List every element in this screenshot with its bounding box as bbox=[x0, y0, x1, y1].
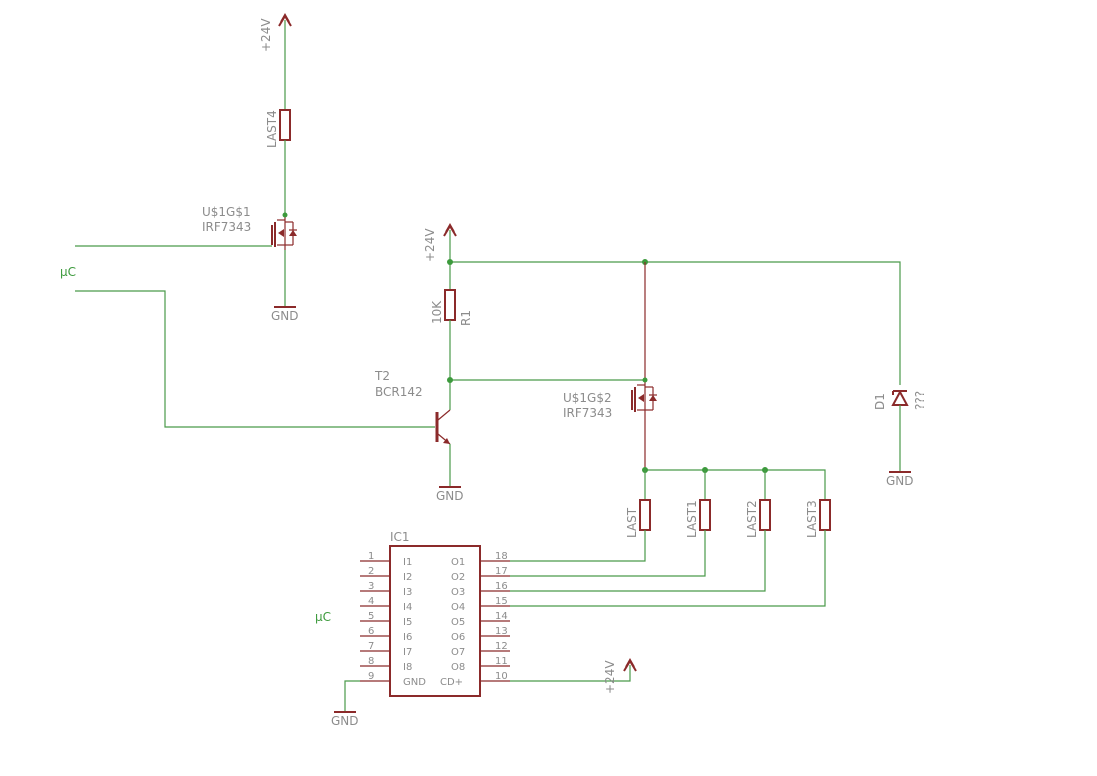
ic1-pin-name: I1 bbox=[403, 557, 412, 568]
ground-label-ic1: GND bbox=[331, 714, 359, 728]
ic1-pin-num: 15 bbox=[495, 596, 508, 607]
ic1-pin-name: I7 bbox=[403, 647, 412, 658]
mosfet-q2 bbox=[631, 262, 657, 470]
d1-value: ??? bbox=[913, 391, 927, 410]
ic1-pin-num: 9 bbox=[368, 671, 374, 682]
ic1-pin-name: I3 bbox=[403, 587, 412, 598]
supply-symbol-mid bbox=[443, 222, 457, 237]
q1-value: IRF7343 bbox=[202, 220, 251, 234]
r1-value: 10K bbox=[430, 300, 444, 324]
ic1-pin-name: CD+ bbox=[440, 677, 463, 688]
ic1-pin-num: 14 bbox=[495, 611, 508, 622]
last1-label: LAST1 bbox=[685, 500, 699, 538]
supply-label-mid: +24V bbox=[423, 228, 437, 262]
uc-label-top: µC bbox=[60, 265, 76, 279]
r1-name: R1 bbox=[459, 310, 473, 326]
q2-value: IRF7343 bbox=[563, 406, 612, 420]
ic1-pin-num: 5 bbox=[368, 611, 374, 622]
ic1-pin-name: O1 bbox=[451, 557, 465, 568]
ground-label-q1: GND bbox=[271, 309, 299, 323]
ic1-pin-num: 6 bbox=[368, 626, 374, 637]
ground-label-d1: GND bbox=[886, 474, 914, 488]
last3-resistor bbox=[819, 499, 831, 531]
ic1-pin-num: 16 bbox=[495, 581, 508, 592]
q2-name: U$1G$2 bbox=[563, 391, 612, 405]
supply-label-ic1: +24V bbox=[603, 660, 617, 694]
ic1-pin-name: O4 bbox=[451, 602, 465, 613]
uc-label-ic: µC bbox=[315, 610, 331, 624]
ic1-pin-name: I8 bbox=[403, 662, 412, 673]
last3-label: LAST3 bbox=[805, 500, 819, 538]
ic1-pin-num: 7 bbox=[368, 641, 374, 652]
ic1-pin-num: 10 bbox=[495, 671, 508, 682]
ic1-pin-name: O8 bbox=[451, 662, 465, 673]
last-label: LAST bbox=[625, 507, 639, 538]
last-resistor bbox=[639, 499, 651, 531]
last4-label: LAST4 bbox=[265, 110, 279, 148]
ic1-pin-name: O5 bbox=[451, 617, 465, 628]
ic1-pin-name: O7 bbox=[451, 647, 465, 658]
last2-resistor bbox=[759, 499, 771, 531]
last4-resistor bbox=[279, 109, 291, 141]
supply-symbol-ic1 bbox=[623, 657, 637, 672]
ic1-pin-num: 11 bbox=[495, 656, 508, 667]
ic1-pin-num: 2 bbox=[368, 566, 374, 577]
ic1-pin-num: 18 bbox=[495, 551, 508, 562]
ic1-pin-name: I2 bbox=[403, 572, 412, 583]
transistor-t2 bbox=[435, 409, 451, 487]
last2-label: LAST2 bbox=[745, 500, 759, 538]
ic1-pin-name: I5 bbox=[403, 617, 412, 628]
supply-label-top: +24V bbox=[259, 18, 273, 52]
t2-value: BCR142 bbox=[375, 385, 423, 399]
mosfet-q1 bbox=[271, 212, 297, 250]
ic1-pin-num: 1 bbox=[368, 551, 374, 562]
ic1-pin-num: 3 bbox=[368, 581, 374, 592]
ic1-pin-name: O3 bbox=[451, 587, 465, 598]
ic1-pin-name: I4 bbox=[403, 602, 412, 613]
ground-label-t2: GND bbox=[436, 489, 464, 503]
ic1-pin-num: 13 bbox=[495, 626, 508, 637]
diode-d1 bbox=[891, 389, 909, 406]
ic1-left-pins bbox=[360, 560, 390, 682]
ic1-right-pins bbox=[480, 560, 510, 682]
ic1-name: IC1 bbox=[390, 530, 410, 544]
ic1-pin-name: O6 bbox=[451, 632, 465, 643]
ic1-pin-name: I6 bbox=[403, 632, 412, 643]
ic1-pin-num: 12 bbox=[495, 641, 508, 652]
d1-name: D1 bbox=[873, 393, 887, 410]
r1-resistor bbox=[444, 289, 456, 321]
last1-resistor bbox=[699, 499, 711, 531]
q1-name: U$1G$1 bbox=[202, 205, 251, 219]
ic1-pin-num: 17 bbox=[495, 566, 508, 577]
ic1-pin-num: 4 bbox=[368, 596, 374, 607]
t2-name: T2 bbox=[374, 369, 390, 383]
ic1-pin-name: GND bbox=[403, 677, 426, 688]
ic1-pin-name: O2 bbox=[451, 572, 465, 583]
ic1-pin-num: 8 bbox=[368, 656, 374, 667]
supply-symbol-top bbox=[278, 12, 292, 27]
